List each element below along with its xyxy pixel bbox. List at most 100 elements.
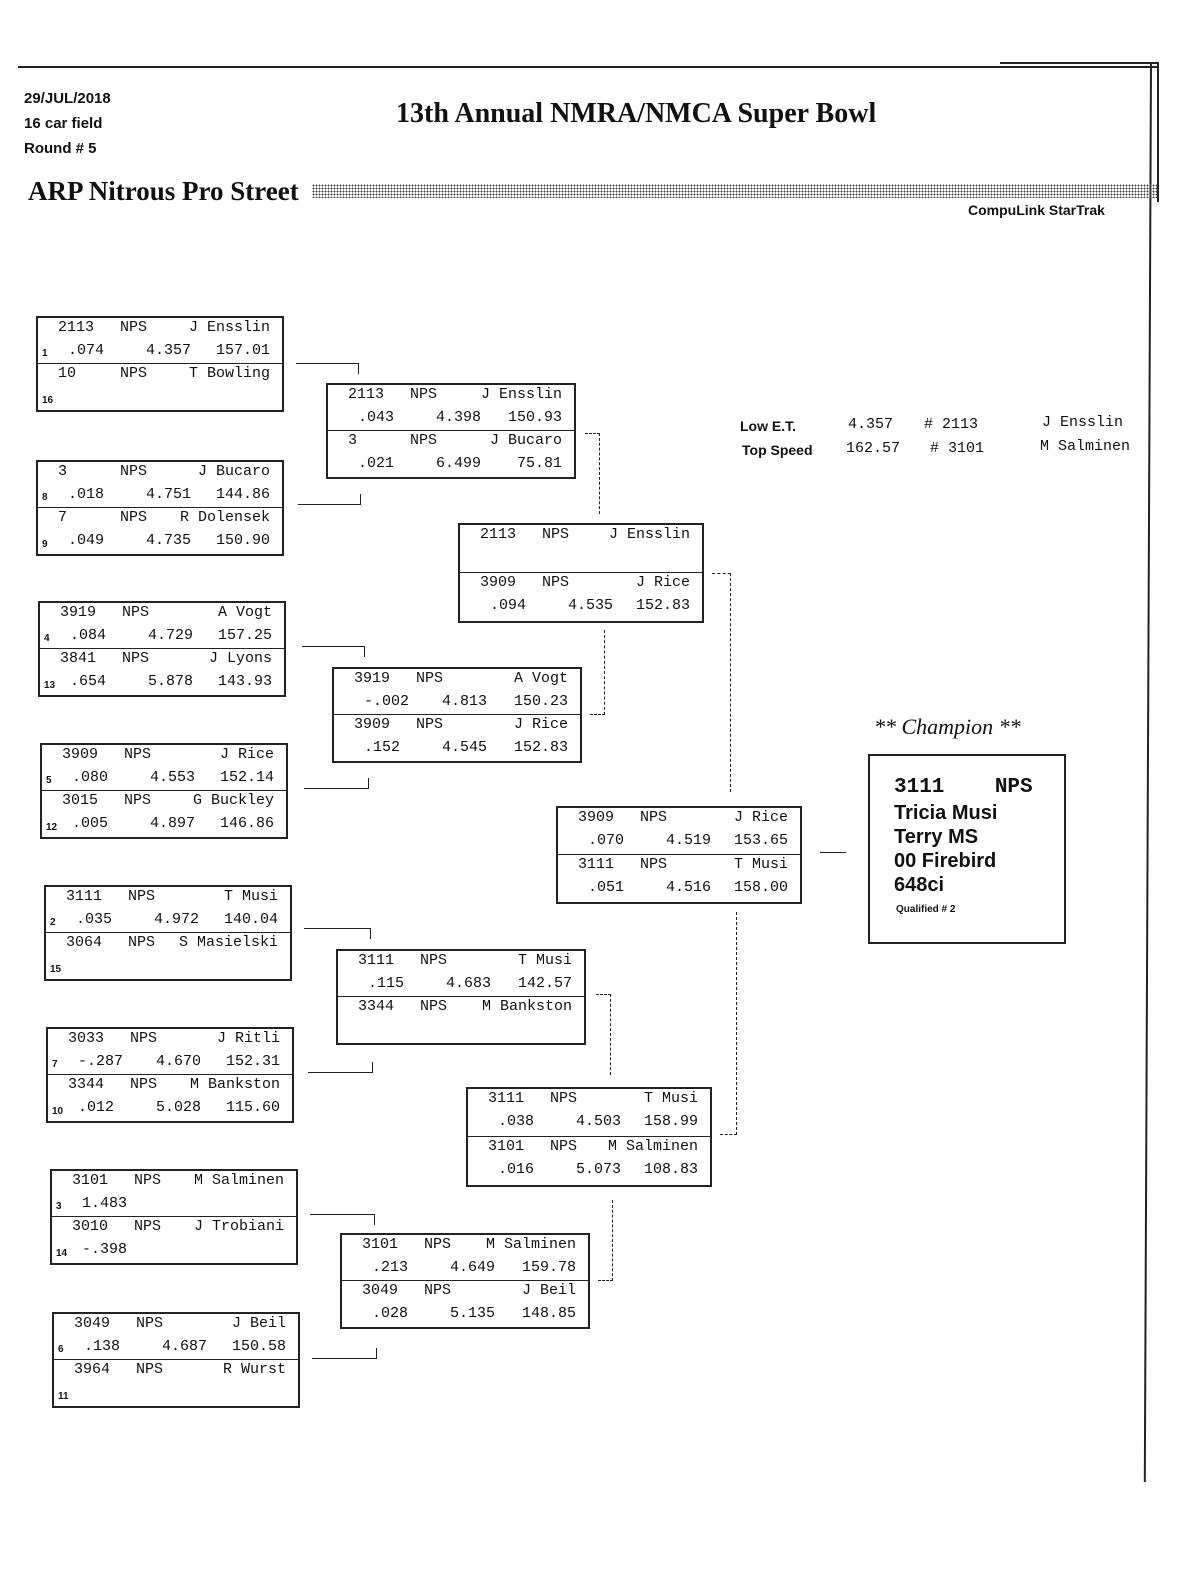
car-number: 3964 [74,1361,111,1378]
driver-name: M Bankston [189,1076,280,1093]
elapsed-time: 4.545 [442,739,488,756]
reaction-time: .035 [76,911,113,928]
speed-mph: 75.81 [516,455,562,472]
car-number: 10 [58,365,77,382]
car-number: 3101 [72,1172,109,1189]
elapsed-time: 5.135 [450,1305,496,1322]
driver-name: A Vogt [217,604,272,621]
connector [312,1348,377,1359]
connector [720,912,737,1135]
seed-number: 13 [44,680,56,691]
driver-name: T Musi [223,888,278,905]
class-code: NPS [640,856,668,873]
speed-mph: 159.78 [521,1259,576,1276]
elapsed-time: 4.398 [436,409,482,426]
elapsed-time: 5.028 [156,1099,202,1116]
driver-name: J Beil [521,1282,576,1299]
champion-heading: ** Champion ** [874,714,1021,739]
class-code: NPS [542,574,570,591]
class-code: NPS [128,934,156,951]
speed-mph: 140.04 [223,911,278,928]
seed-number: 5 [46,775,52,786]
speed-mph: 148.85 [521,1305,576,1322]
reaction-time: 1.483 [82,1195,128,1212]
driver-name: J Ensslin [480,386,562,403]
elapsed-time: 4.503 [576,1113,622,1130]
speed-mph: 158.00 [733,879,788,896]
class-code: NPS [128,888,156,905]
elapsed-time: 5.073 [576,1161,622,1178]
car-number: 3015 [62,792,99,809]
reaction-time: .043 [358,409,395,426]
reaction-time: -.002 [364,693,410,710]
connector [712,573,731,792]
speed-mph: 152.14 [219,769,274,786]
reaction-time: .018 [68,486,105,503]
speed-mph: 152.31 [225,1053,280,1070]
champion-car-class: 3111 NPS [894,776,1033,799]
stats-panel: Low E.T. 4.357 # 2113 J Ensslin Top Spee… [740,414,1140,464]
class-code: NPS [420,952,448,969]
reaction-time: -.398 [82,1241,128,1258]
driver-name: M Salminen [607,1138,698,1155]
class-code: NPS [416,716,444,733]
elapsed-time: 4.897 [150,815,196,832]
car-number: 3111 [358,952,395,969]
connector [304,928,371,939]
car-number: 3064 [66,934,103,951]
connector [310,1214,375,1225]
connector [302,646,365,657]
seed-number: 1 [42,348,48,359]
car-number: 3841 [60,650,97,667]
car-number: 3111 [578,856,615,873]
connector [590,630,605,715]
connector [296,363,359,374]
elapsed-time: 4.670 [156,1053,202,1070]
car-number: 3909 [578,809,615,826]
speed-mph: 115.60 [225,1099,280,1116]
connector [304,778,369,789]
seed-number: 4 [44,633,50,644]
connector [820,852,846,853]
seed-number: 3 [56,1201,62,1212]
champion-box: 3111 NPS Tricia Musi Terry MS 00 Firebir… [868,754,1066,944]
low-et-label: Low E.T. [740,418,796,434]
speed-mph: 108.83 [643,1161,698,1178]
car-number: 2113 [58,319,95,336]
speed-mph: 157.01 [215,342,270,359]
reaction-time: .094 [490,597,527,614]
reaction-time: .654 [70,673,107,690]
class-code: NPS [134,1218,162,1235]
elapsed-time: 4.683 [446,975,492,992]
car-number: 3344 [68,1076,105,1093]
system-label: CompuLink StarTrak [968,202,1105,218]
class-code: NPS [410,432,438,449]
low-et-car: # 2113 [924,416,979,433]
elapsed-time: 4.687 [162,1338,208,1355]
driver-name: J Ensslin [608,526,690,543]
driver-name: T Musi [517,952,572,969]
speed-mph: 158.99 [643,1113,698,1130]
class-code: NPS [120,319,148,336]
class-code: NPS [410,386,438,403]
driver-name: J Lyons [208,650,272,667]
reaction-time: .051 [588,879,625,896]
car-number: 3344 [358,998,395,1015]
class-code: NPS [136,1361,164,1378]
low-et-value: 4.357 [848,416,894,433]
round-number: Round # 5 [24,140,97,157]
driver-name: G Buckley [192,792,274,809]
